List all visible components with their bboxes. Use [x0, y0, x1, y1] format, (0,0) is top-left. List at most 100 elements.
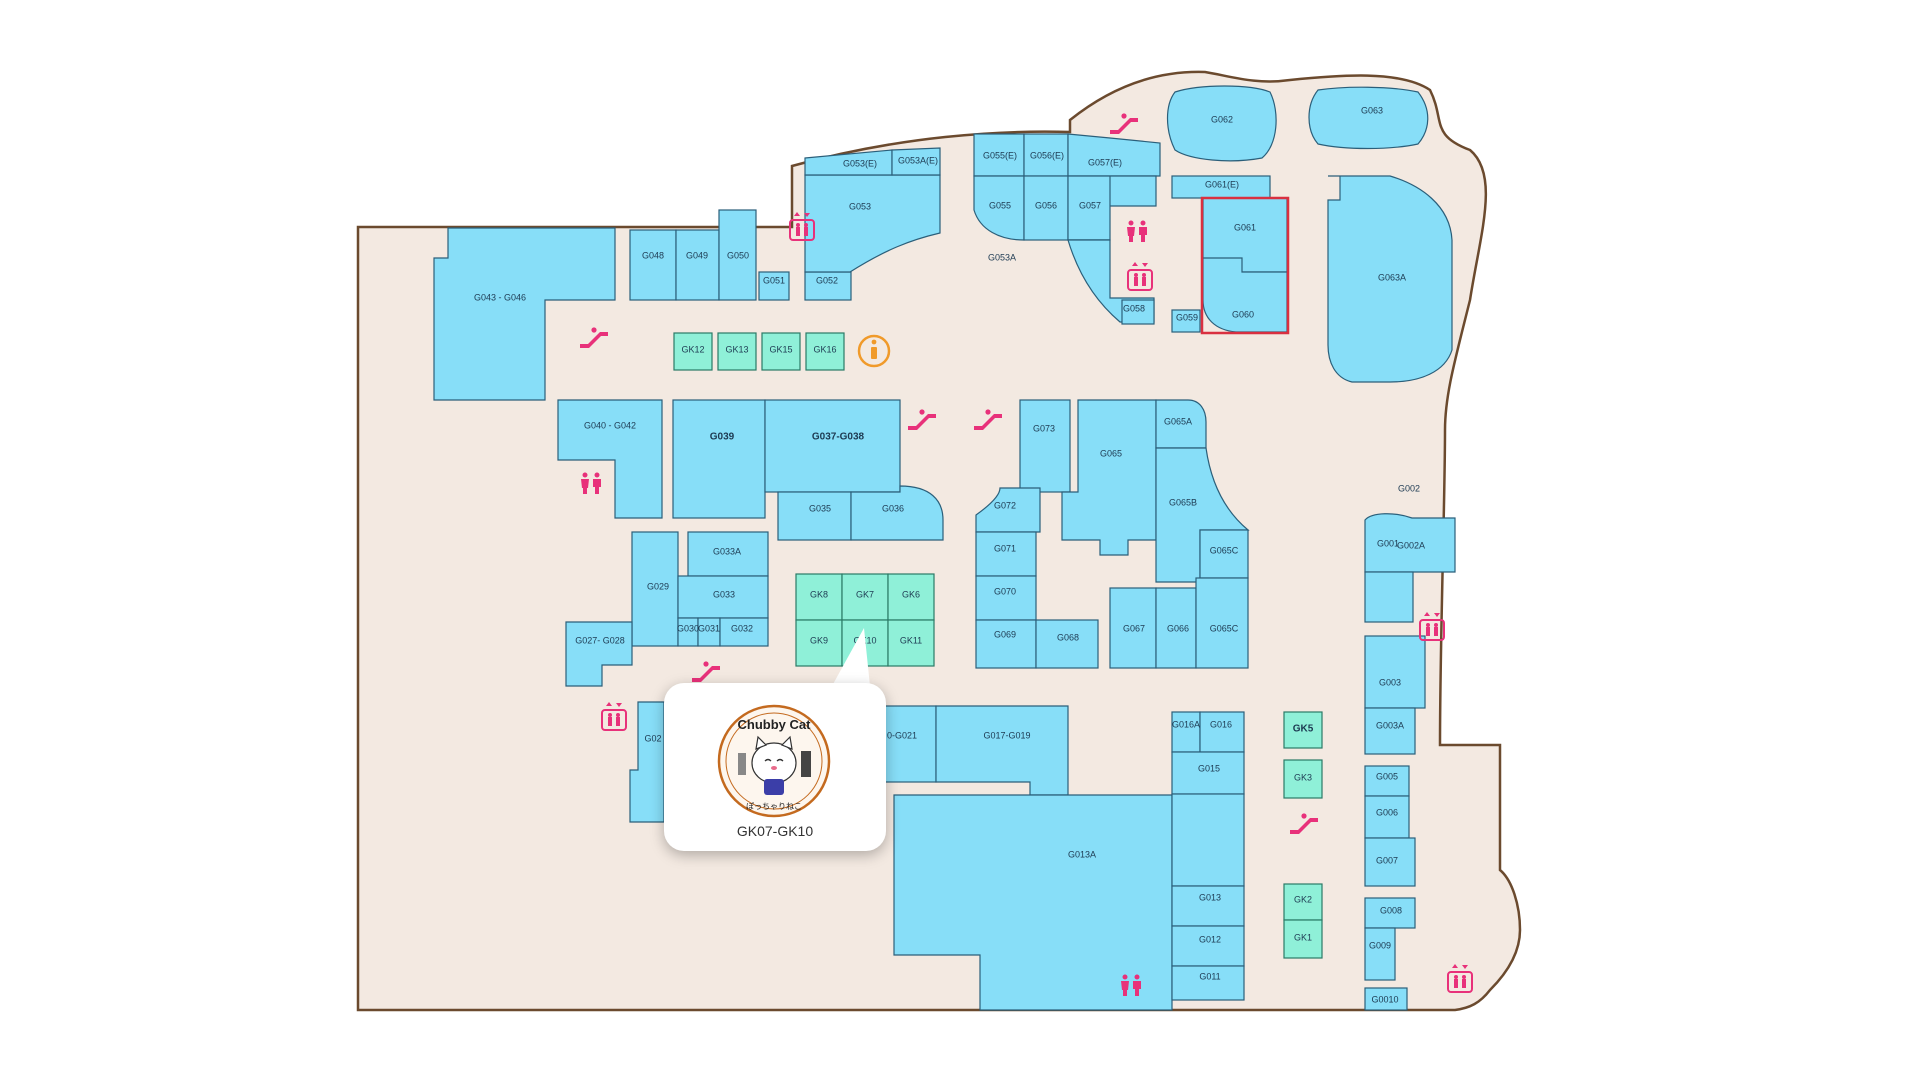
shop-g017-g019[interactable]	[935, 705, 1069, 796]
shop-g020-g021[interactable]	[879, 705, 937, 783]
shop-g063[interactable]	[1308, 86, 1429, 150]
shop-g040-g042[interactable]	[557, 399, 663, 519]
shop-g012[interactable]	[1171, 925, 1245, 967]
label-g053: G053	[849, 201, 871, 211]
shop-g065c[interactable]	[1195, 577, 1249, 669]
label-g065c: G065C	[1210, 623, 1239, 633]
label-g009: G009	[1369, 940, 1391, 950]
label-g003a: G003A	[1376, 720, 1404, 730]
shop-g049[interactable]	[675, 229, 720, 301]
shop-callout[interactable]: Chubby Cat ぽっちゃりねこ GK07-GK10	[664, 683, 886, 851]
shop-g036[interactable]	[850, 485, 944, 541]
shop-g037-g038[interactable]	[764, 399, 901, 493]
shop-g008[interactable]	[1364, 897, 1416, 929]
kiosk-gk2[interactable]	[1283, 883, 1323, 921]
kiosk-gk8[interactable]	[795, 573, 843, 621]
shop-units[interactable]	[433, 85, 1456, 1011]
shop-g048[interactable]	[629, 229, 677, 301]
label-g001: G001	[1377, 538, 1399, 548]
label-g002: G002	[1398, 483, 1420, 493]
shop-g015[interactable]	[1171, 751, 1245, 795]
shop-g035[interactable]	[777, 491, 852, 541]
shop-g053ae[interactable]	[891, 147, 941, 176]
kiosk-gk6[interactable]	[887, 573, 935, 621]
shop-g016[interactable]	[1199, 711, 1245, 753]
label-g003: G003	[1379, 677, 1401, 687]
shop-g060[interactable]	[1202, 257, 1288, 333]
shop-g058-unit[interactable]	[1121, 299, 1155, 325]
shop-g033a[interactable]	[687, 531, 769, 577]
kiosk-gk5[interactable]	[1283, 711, 1323, 749]
shop-g065a[interactable]	[1155, 399, 1207, 449]
label-g011: G011	[1199, 971, 1220, 981]
shop-g053[interactable]	[804, 174, 941, 273]
label-g048: G048	[642, 250, 664, 260]
label-g033: G033	[713, 589, 735, 599]
shop-g033[interactable]	[677, 575, 769, 619]
shop-g062[interactable]	[1166, 85, 1277, 162]
label-g053ae: G053A(E)	[898, 155, 938, 165]
label-g012: G012	[1199, 934, 1221, 944]
label-g033a: G033A	[713, 546, 741, 556]
shop-g059[interactable]	[1171, 309, 1201, 333]
shop-g043-g046[interactable]	[433, 227, 616, 401]
shop-g066[interactable]	[1155, 587, 1197, 669]
label-gk9: GK9	[810, 635, 828, 645]
shop-g013[interactable]	[1171, 885, 1245, 927]
label-g066: G066	[1167, 623, 1189, 633]
label-g053e: G053(E)	[843, 158, 877, 168]
shop-g056[interactable]	[1023, 175, 1069, 241]
label-g029: G029	[647, 581, 669, 591]
shop-g051[interactable]	[758, 271, 790, 301]
label-g056e: G056(E)	[1030, 150, 1064, 160]
shop-g070[interactable]	[975, 575, 1037, 621]
label-g062: G062	[1211, 114, 1233, 124]
shop-g032[interactable]	[719, 617, 769, 647]
shop-g016a[interactable]	[1171, 711, 1201, 753]
label-g065a: G065A	[1164, 416, 1192, 426]
shop-g063a[interactable]	[1327, 175, 1453, 383]
shop-g0010[interactable]	[1364, 987, 1408, 1011]
shop-g039[interactable]	[672, 399, 766, 519]
kiosk-gk13[interactable]	[717, 332, 757, 371]
shop-g009[interactable]	[1364, 927, 1396, 981]
label-g032: G032	[731, 623, 753, 633]
kiosk-gk11[interactable]	[887, 619, 935, 667]
kiosk-gk15[interactable]	[761, 332, 801, 371]
label-gk15: GK15	[769, 344, 792, 354]
shop-g007[interactable]	[1364, 837, 1416, 887]
unit-labels: G043 - G046 G048 G049 G050 G051 G052 G05…	[474, 105, 1425, 1004]
shop-g073[interactable]	[1019, 399, 1071, 493]
shop-g071[interactable]	[975, 531, 1037, 577]
kiosk-units[interactable]	[673, 332, 1323, 959]
shop-g067[interactable]	[1109, 587, 1157, 669]
shop-g069[interactable]	[975, 619, 1037, 669]
shop-g003a[interactable]	[1364, 707, 1416, 755]
kiosk-gk3[interactable]	[1283, 759, 1323, 799]
label-g055: G055	[989, 200, 1011, 210]
shop-g001-g002a[interactable]	[1364, 513, 1456, 573]
label-gk1: GK1	[1294, 932, 1312, 942]
shop-g029[interactable]	[631, 531, 679, 647]
label-g050: G050	[727, 250, 749, 260]
svg-text:Chubby Cat: Chubby Cat	[738, 717, 812, 732]
shop-g013a-right[interactable]	[1171, 793, 1245, 887]
kiosk-gk1[interactable]	[1283, 919, 1323, 959]
kiosk-gk16[interactable]	[805, 332, 845, 371]
kiosk-gk12[interactable]	[673, 332, 713, 371]
shop-g011[interactable]	[1171, 965, 1245, 1001]
shop-g068[interactable]	[1035, 619, 1099, 669]
shop-g006[interactable]	[1364, 795, 1410, 839]
shop-g005[interactable]	[1364, 765, 1410, 797]
shop-g050[interactable]	[718, 209, 757, 301]
label-g035: G035	[809, 503, 831, 513]
label-g065: G065	[1100, 448, 1122, 458]
label-g072: G072	[994, 500, 1016, 510]
shop-g027-g028[interactable]	[565, 621, 633, 687]
label-g013: G013	[1199, 892, 1221, 902]
shop-g001-lower[interactable]	[1364, 571, 1414, 623]
shop-g003[interactable]	[1364, 635, 1426, 709]
shop-g057e[interactable]	[1067, 133, 1161, 177]
label-g067: G067	[1123, 623, 1145, 633]
